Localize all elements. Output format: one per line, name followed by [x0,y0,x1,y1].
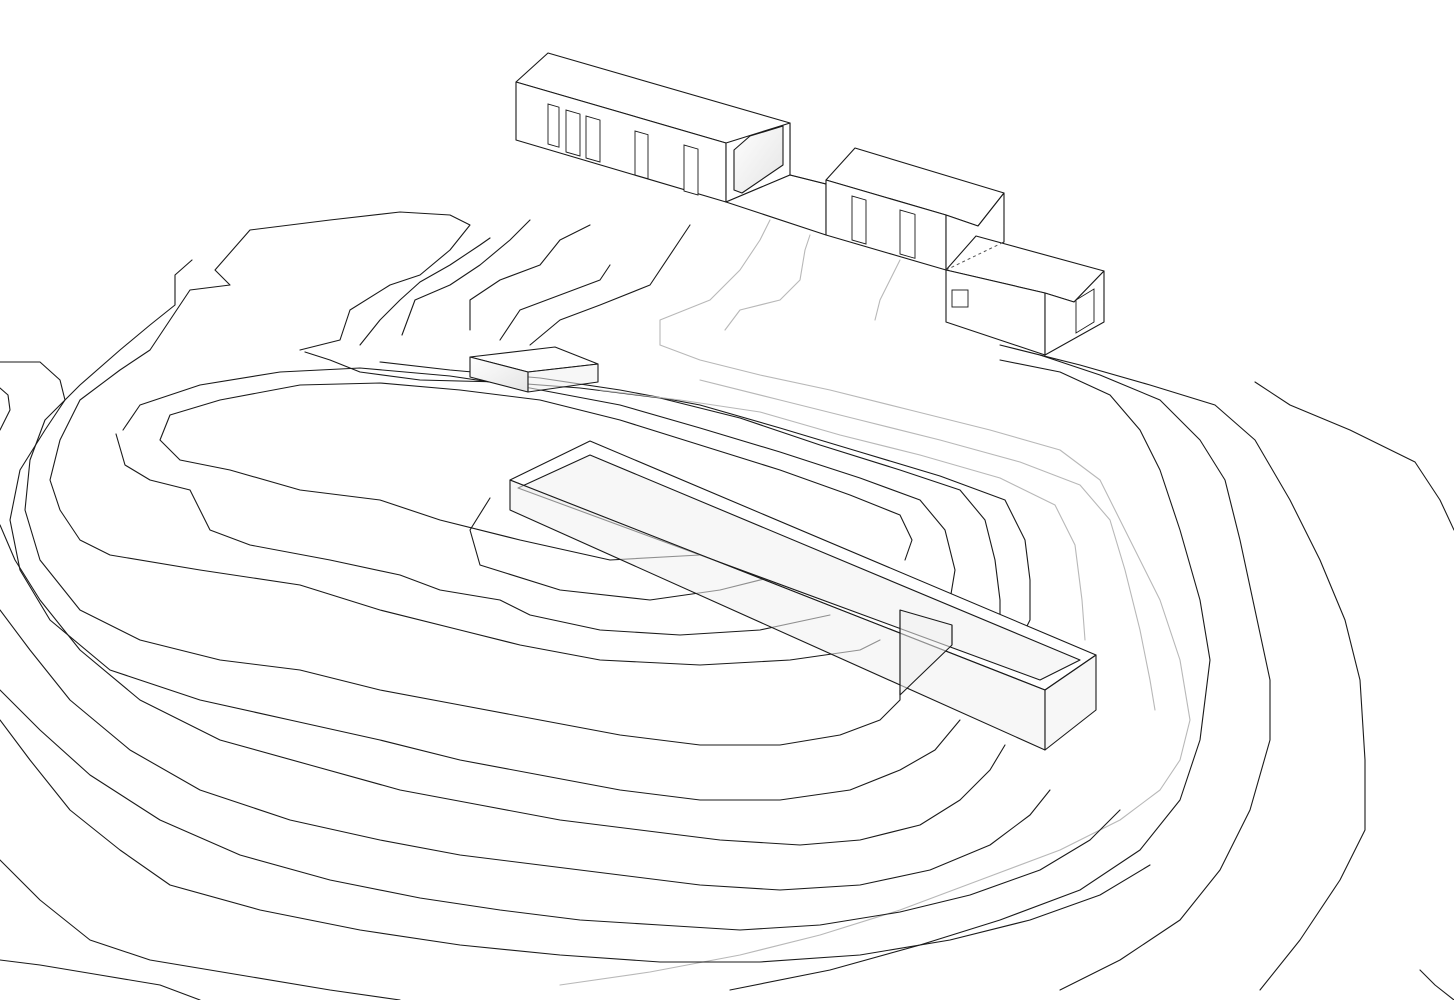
contour-line [469,224,591,331]
contour-line [559,344,1191,986]
contour-line [599,389,1086,641]
contour-lines [0,211,1454,1000]
contour-line [0,387,11,431]
house-volume-long [515,52,791,203]
window-6 [851,195,867,245]
window-7 [899,209,916,259]
contour-line [0,859,401,1000]
house-volume-middle [825,147,1005,271]
contour-line [0,524,1006,846]
contour-line [0,609,1051,891]
contour-line [499,264,611,341]
window-4 [634,130,649,180]
contour-line [0,361,961,801]
contour-line [1419,969,1454,1000]
contour-line [1254,381,1454,531]
contour-line [24,259,901,746]
contour-line [874,259,901,321]
contour-line [359,237,491,346]
contour-line [729,359,1211,991]
window-9 [1075,288,1095,334]
window-1 [547,103,560,148]
contour-line [159,382,913,561]
window-2 [565,109,581,157]
window-5 [683,144,699,196]
contour-line [49,211,881,666]
contour-line [529,224,691,346]
contour-line [659,219,771,346]
contour-line [0,689,1121,931]
house-volume-small [945,235,1105,356]
contour-line [999,344,1366,991]
pool-volume [509,440,1097,751]
deck-volume [469,346,599,393]
contour-line [724,234,811,331]
contour-line [401,219,531,336]
contour-line [122,367,956,601]
window-3 [585,115,601,163]
contour-line [699,379,1156,711]
contour-line [0,719,1151,963]
window-8 [951,289,969,308]
contour-line [115,433,831,636]
contour-line [1039,354,1271,991]
contour-line [0,959,201,1000]
contour-line [304,351,1001,666]
